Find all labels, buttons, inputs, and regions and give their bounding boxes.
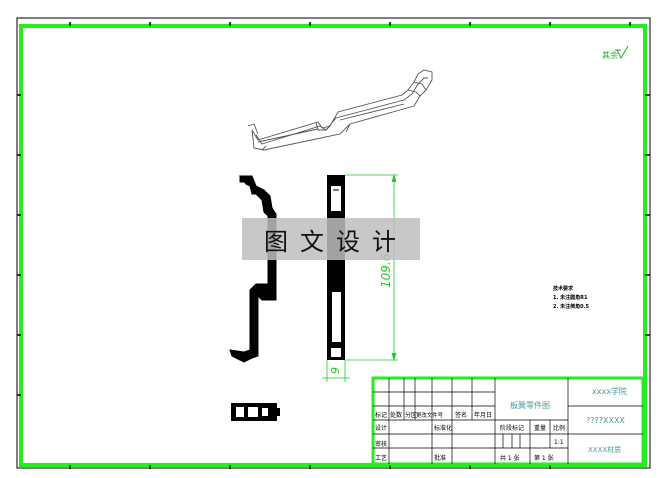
drawing-frame: [19, 24, 647, 467]
tb-zone: 分区: [405, 411, 417, 419]
tb-weight: 重量: [534, 424, 546, 432]
front-view: [229, 175, 277, 363]
dimension-height-label: 109.6: [379, 253, 393, 288]
tb-mark: 标记: [375, 411, 387, 419]
isometric-view: [247, 69, 433, 151]
top-view: [231, 403, 280, 421]
tb-review: 审核: [375, 440, 387, 448]
dimension-height: [345, 173, 398, 362]
roughness-symbol: 其余: [602, 45, 629, 60]
tb-stage-mark: 阶段标记: [500, 424, 524, 432]
tb-school: xxxx学院: [592, 386, 627, 396]
side-view: [327, 175, 345, 360]
tb-part-name: 板簧零件图: [510, 400, 550, 410]
tb-process: 工艺: [375, 454, 387, 462]
title-block: 标记 处数 分区 更改文件号 签名 年月日 设计 标准化 审核 工艺 批准 阶段…: [371, 376, 645, 466]
border-ticks: [17, 22, 650, 469]
tb-design: 设计: [375, 424, 387, 432]
dimension-width: [322, 360, 350, 382]
tb-scale-label: 比例: [553, 424, 565, 432]
tb-sheet-no: 第 1 张: [534, 454, 554, 462]
tb-standardize: 标准化: [434, 424, 452, 432]
tb-total-sheets: 共 1 张: [500, 454, 520, 462]
tb-sign: 签名: [455, 411, 467, 419]
tb-scale: 1:1: [554, 439, 564, 446]
tb-count: 处数: [390, 411, 402, 419]
tb-change-doc: 更改文件号: [416, 411, 444, 419]
tb-material: XXXX材质: [588, 445, 621, 454]
watermark: 图文设计: [242, 218, 420, 260]
tb-drawing-no: ????XXXX: [586, 416, 625, 425]
outer-border: [16, 17, 651, 469]
technical-requirements: 技术要求 1. 未注圆角R1 2. 未注倒角0.5: [553, 285, 589, 310]
svg-text:2. 未注倒角0.5: 2. 未注倒角0.5: [553, 303, 589, 310]
tb-approve: 批准: [434, 454, 446, 462]
dimension-width-label: 9: [329, 367, 342, 374]
tb-date: 年月日: [474, 411, 492, 419]
svg-text:其余: 其余: [602, 50, 618, 60]
svg-text:1. 未注圆角R1: 1. 未注圆角R1: [553, 294, 588, 301]
svg-text:技术要求: 技术要求: [553, 285, 574, 292]
